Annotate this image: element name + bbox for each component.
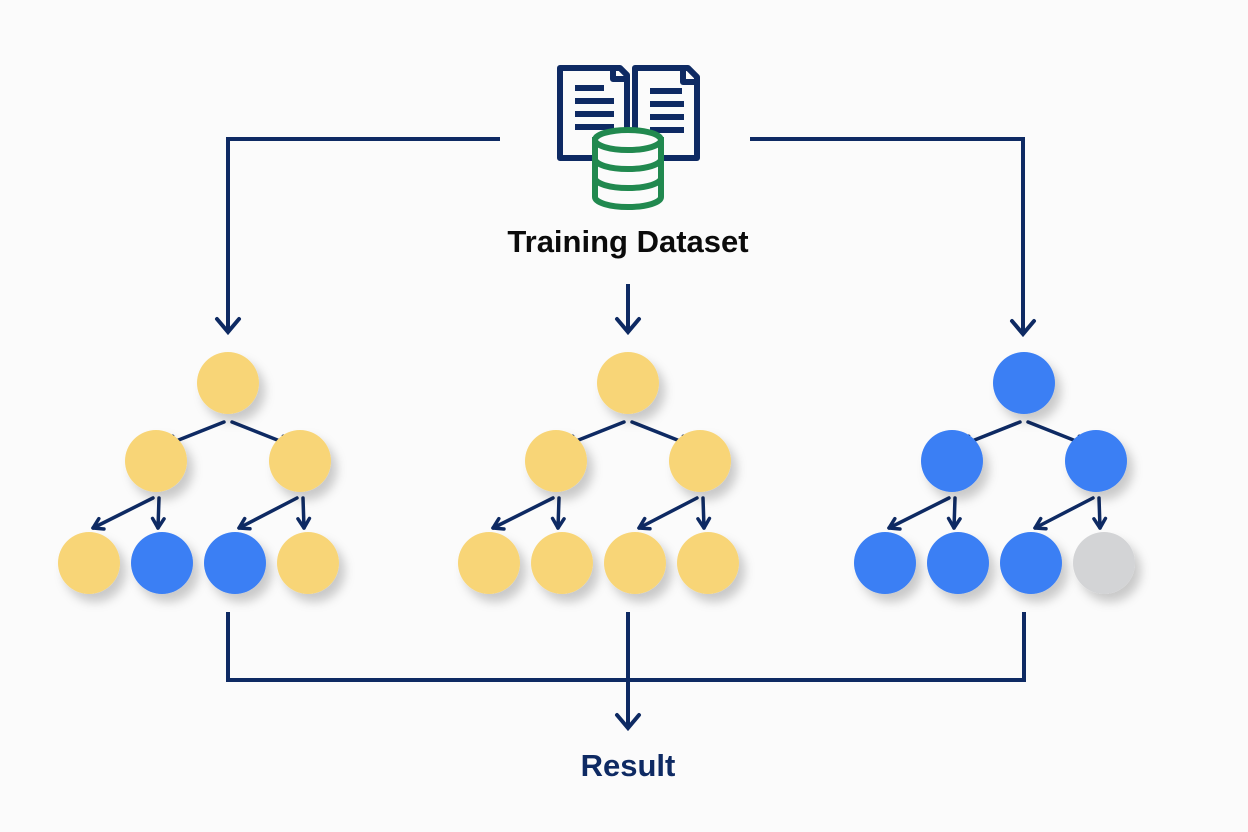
tree-3-root-node [993, 352, 1055, 414]
connector-lines [215, 137, 1036, 732]
tree-2-leaf-3 [604, 532, 666, 594]
tree-3-node-1 [921, 430, 983, 492]
tree-1-leaf-1 [58, 532, 120, 594]
tree-3-leaf-1 [854, 532, 916, 594]
tree-1-root-node [197, 352, 259, 414]
tree-1-leaf-2 [131, 532, 193, 594]
tree-2-root-node [597, 352, 659, 414]
tree-2-leaf-1 [458, 532, 520, 594]
tree-1-node-1 [125, 430, 187, 492]
tree-1-arrow-1-left [237, 496, 299, 531]
tree-3-arrow-1-right [1092, 496, 1108, 530]
tree-1-leaf-4 [277, 532, 339, 594]
tree-2-node-1 [525, 430, 587, 492]
tree-3-leaf-2 [927, 532, 989, 594]
tree-2-arrow-0-left [491, 496, 555, 531]
tree-1-arrow-1-right [296, 496, 312, 530]
tree-2-node-2 [669, 430, 731, 492]
tree-1-leaf-3 [204, 532, 266, 594]
tree-3-node-2 [1065, 430, 1127, 492]
tree-3-arrow-0-right [946, 496, 962, 530]
documents-database-icon [557, 65, 700, 210]
tree-3-leaf-4 [1073, 532, 1135, 594]
tree-1-arrow-0-right [150, 496, 166, 530]
tree-2-leaf-4 [677, 532, 739, 594]
database-icon [592, 127, 664, 210]
tree-1-arrow-0-left [91, 496, 155, 531]
tree-3-arrow-0-left [887, 496, 951, 531]
tree-1-node-2 [269, 430, 331, 492]
tree-2-leaf-2 [531, 532, 593, 594]
training-dataset-label: Training Dataset [507, 224, 749, 259]
tree-2-arrow-1-right [696, 496, 712, 530]
tree-2-arrow-1-left [637, 496, 699, 531]
result-label: Result [580, 748, 676, 783]
tree-3-arrow-1-left [1033, 496, 1095, 531]
tree-2-arrow-0-right [550, 496, 566, 530]
decision-trees [58, 352, 1135, 594]
tree-3-leaf-3 [1000, 532, 1062, 594]
